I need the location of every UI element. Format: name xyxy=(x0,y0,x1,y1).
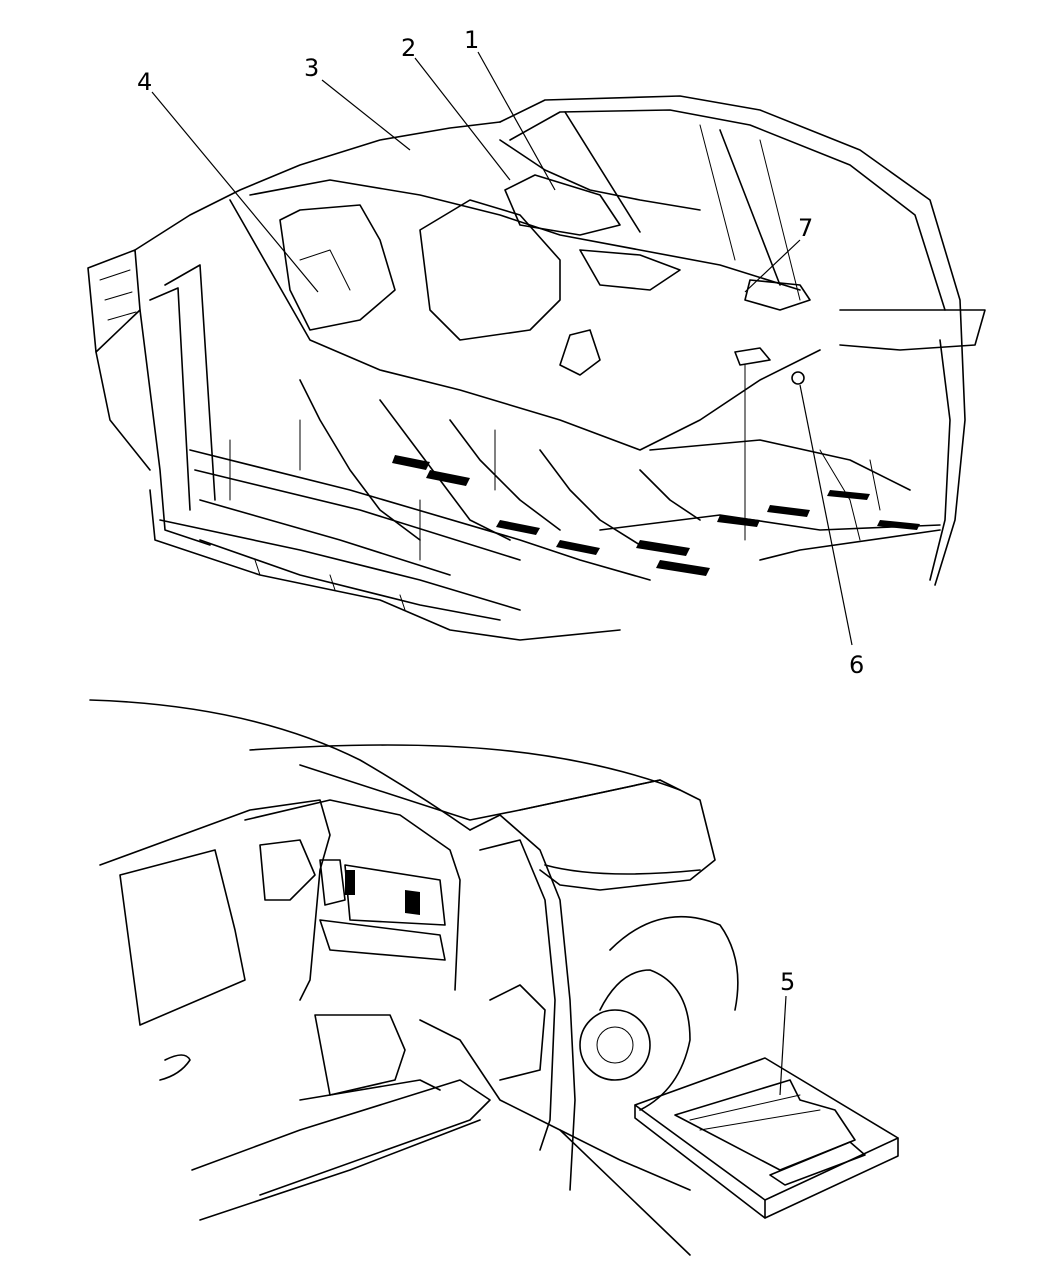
leader-1 xyxy=(477,51,556,191)
callout-6: 6 xyxy=(849,651,864,679)
callout-4: 4 xyxy=(137,68,152,96)
leader-3 xyxy=(321,79,411,151)
callout-2: 2 xyxy=(401,34,416,62)
leader-7 xyxy=(744,239,801,293)
leader-lines xyxy=(151,51,853,1096)
callout-1: 1 xyxy=(464,26,479,54)
leader-2 xyxy=(414,57,511,181)
callout-labels: 1 2 3 4 5 6 7 xyxy=(137,26,864,996)
truck-cab-illustration xyxy=(89,699,899,1256)
callout-7: 7 xyxy=(798,214,813,242)
floor-pan-illustration xyxy=(87,95,986,641)
callout-3: 3 xyxy=(304,54,319,82)
leader-6 xyxy=(799,384,853,646)
leader-4 xyxy=(151,91,319,293)
leader-5 xyxy=(779,995,787,1096)
callout-5: 5 xyxy=(780,968,795,996)
